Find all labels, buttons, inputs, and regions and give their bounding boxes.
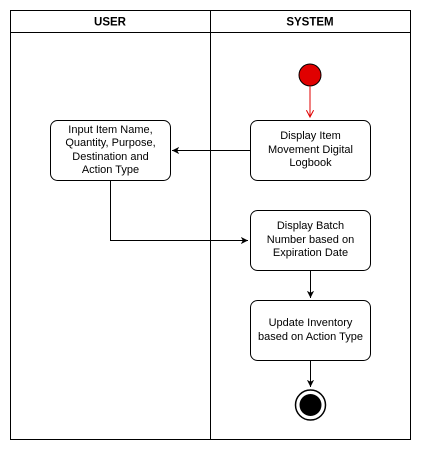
final-node-inner — [299, 394, 322, 416]
lane-title-user: USER — [94, 17, 127, 29]
label-display-logbook: Display Item Movement Digital Logbook — [268, 130, 353, 170]
lane-title-system: SYSTEM — [286, 17, 333, 29]
label-update-inventory: Update Inventory based on Action Type — [258, 317, 363, 343]
label-display-batch: Display Batch Number based on Expiration… — [266, 220, 355, 260]
label-input-item: Input Item Name, Quantity, Purpose, Dest… — [65, 123, 156, 177]
flow-input-to-display-batch — [110, 180, 248, 245]
initial-node — [298, 63, 322, 87]
